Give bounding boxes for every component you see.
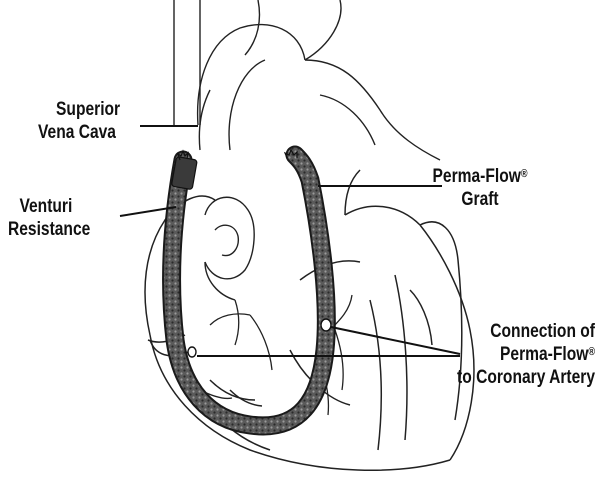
registered-mark: ® (588, 346, 595, 358)
label-connection: Connection of Perma-Flow® to Coronary Ar… (439, 320, 595, 389)
label-superior-vena-cava-line2: Vena Cava (38, 121, 120, 144)
label-venturi-resistance: Venturi Resistance (8, 195, 90, 241)
label-perma-flow-graft: Perma-Flow® Graft (431, 165, 529, 211)
connection-points (188, 319, 331, 357)
right-atrium (205, 197, 254, 300)
label-venturi-resistance-line2: Resistance (8, 218, 90, 241)
connection-point-left (188, 347, 196, 357)
label-perma-flow-graft-line1: Perma-Flow (433, 166, 521, 187)
label-superior-vena-cava-line1: Superior (38, 98, 120, 121)
label-perma-flow-graft-line2: Graft (431, 188, 529, 211)
label-connection-line1: Connection of (439, 320, 595, 343)
label-venturi-resistance-line1: Venturi (8, 195, 90, 218)
label-connection-line3: to Coronary Artery (439, 366, 595, 389)
aorta-outline (174, 0, 440, 160)
label-connection-line2: Perma-Flow (500, 344, 588, 365)
connection-point-right (321, 319, 331, 331)
label-superior-vena-cava: Superior Vena Cava (38, 98, 120, 144)
registered-mark: ® (521, 168, 528, 180)
perma-flow-graft (172, 155, 327, 426)
